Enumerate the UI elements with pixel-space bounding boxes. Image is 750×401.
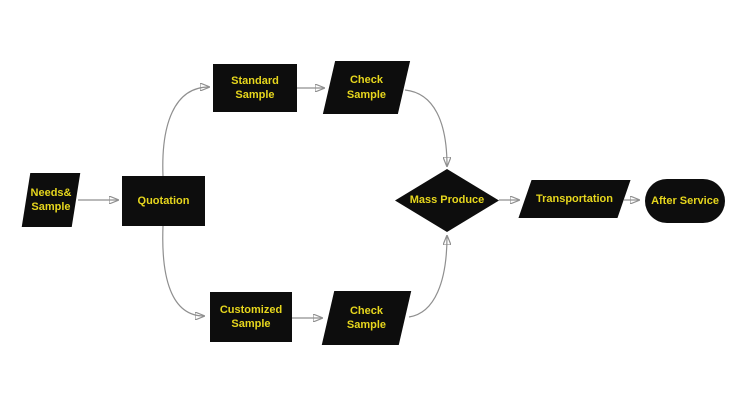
needs-sample-parallelogram — [21, 173, 81, 227]
node-check-sample-bottom: Check Sample — [321, 291, 412, 345]
mass-produce-diamond — [395, 169, 499, 232]
node-customized-sample: Customized Sample — [210, 292, 292, 342]
node-after-service: After Service — [645, 179, 725, 223]
node-transportation: Transportation — [518, 180, 631, 218]
transportation-parallelogram — [518, 180, 631, 218]
edge-check-top-to-diamond — [404, 89, 447, 166]
node-quotation: Quotation — [122, 176, 205, 226]
after-service-stadium — [645, 179, 725, 223]
node-mass-produce: Mass Produce — [395, 169, 499, 232]
check-sample-bottom-parallelogram — [321, 291, 412, 345]
node-needs-sample: Needs& Sample — [21, 173, 81, 227]
node-standard-sample: Standard Sample — [213, 64, 297, 112]
edge-quotation-to-customized — [162, 225, 204, 316]
edge-check-bottom-to-diamond — [408, 236, 447, 318]
node-check-sample-top: Check Sample — [322, 61, 411, 114]
edge-quotation-to-standard — [162, 87, 209, 177]
check-sample-top-parallelogram — [322, 61, 411, 114]
standard-sample-rectangle — [213, 64, 297, 112]
quotation-rectangle — [122, 176, 205, 226]
customized-sample-rectangle — [210, 292, 292, 342]
